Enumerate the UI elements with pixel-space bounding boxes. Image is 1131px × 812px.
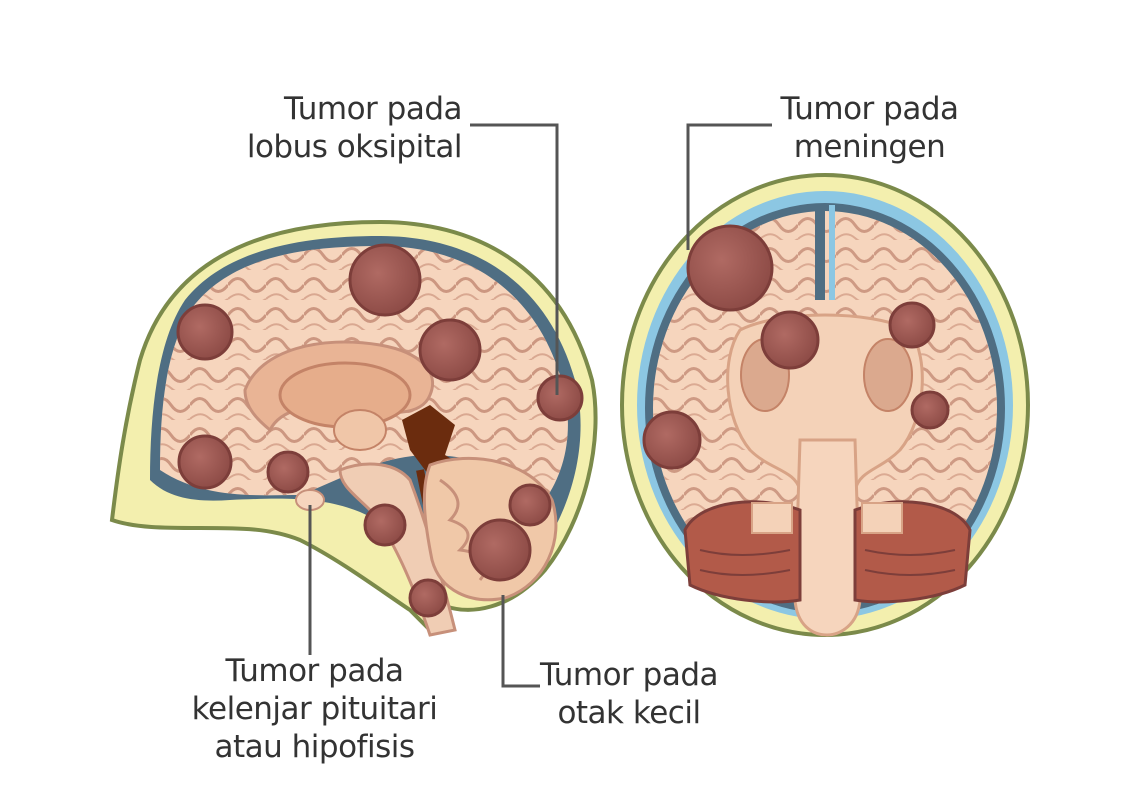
leader-occipital — [470, 123, 559, 395]
label-pituitary-line1: Tumor pada — [225, 653, 405, 689]
label-pituitary-tumor: Tumor pada kelenjar pituitari atau hipof… — [182, 652, 447, 766]
label-meninges-line2: meningen — [793, 129, 946, 165]
sagittal-brain — [109, 219, 598, 637]
label-occipital-line2: lobus oksipital — [246, 129, 463, 165]
label-cerebellum-tumor: Tumor pada otak kecil — [534, 656, 724, 732]
coronal-brain — [620, 173, 1030, 637]
label-meninges-tumor: Tumor pada meningen — [772, 90, 967, 166]
leader-lines — [308, 123, 772, 688]
label-occipital-tumor: Tumor pada lobus oksipital — [222, 90, 463, 166]
label-pituitary-line3: atau hipofisis — [214, 729, 416, 765]
label-meninges-line1: Tumor pada — [780, 91, 960, 127]
leader-meninges — [686, 123, 772, 250]
leader-cerebellum — [501, 595, 540, 688]
label-cerebellum-line1: Tumor pada — [540, 657, 719, 693]
label-pituitary-line2: kelenjar pituitari — [191, 691, 438, 727]
coronal-brainstem — [793, 438, 862, 637]
label-occipital-line1: Tumor pada — [284, 91, 463, 127]
label-cerebellum-line2: otak kecil — [557, 695, 701, 731]
